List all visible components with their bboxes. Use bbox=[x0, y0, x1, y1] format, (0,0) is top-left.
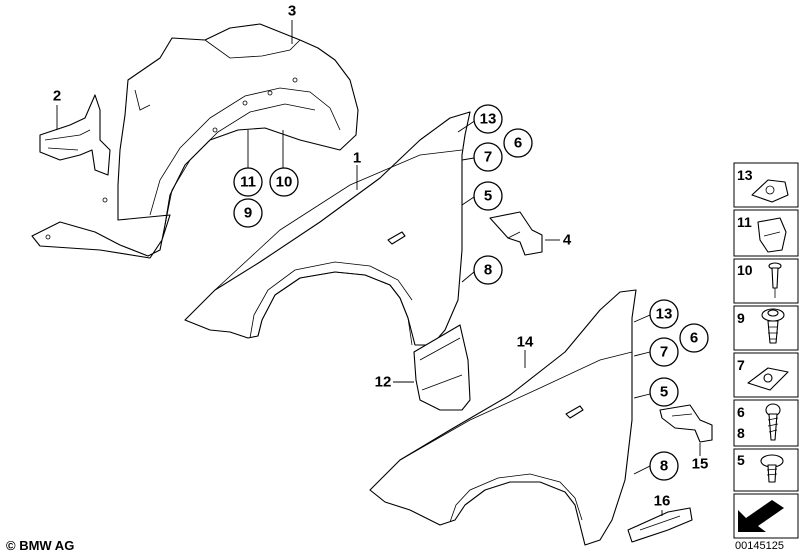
rivet-icon bbox=[768, 262, 782, 298]
callout-1: 1 bbox=[353, 150, 361, 167]
bracket-part-16 bbox=[627, 507, 693, 543]
bracket-part-2 bbox=[39, 94, 111, 176]
sidebar-item-13: 13 bbox=[733, 162, 799, 208]
callout-14: 14 bbox=[517, 334, 534, 351]
sidebar-item-5: 5 bbox=[733, 448, 799, 492]
callout-12: 12 bbox=[375, 374, 392, 391]
svg-text:9: 9 bbox=[737, 310, 745, 326]
svg-text:6: 6 bbox=[737, 404, 745, 420]
callout-10: 10 bbox=[269, 167, 299, 197]
leader-lines bbox=[56, 20, 701, 516]
callout-9: 9 bbox=[233, 198, 263, 228]
expanding-rivet-icon bbox=[761, 308, 785, 344]
mud-flap bbox=[413, 324, 471, 411]
speed-nut-icon bbox=[747, 367, 789, 391]
svg-text:11: 11 bbox=[240, 174, 256, 191]
sidebar-item-6-8: 6 8 bbox=[733, 399, 799, 447]
fender-upper bbox=[184, 111, 471, 346]
callout-13-lower: 13 bbox=[649, 299, 679, 329]
callout-13-upper: 13 bbox=[473, 104, 503, 134]
svg-text:13: 13 bbox=[480, 111, 497, 128]
callouts: 3 2 1 4 12 14 15 16 11 10 9 13 6 7 bbox=[53, 3, 709, 510]
callout-6-lower: 6 bbox=[679, 323, 709, 353]
wheel-arch-liner bbox=[31, 23, 359, 259]
collar-screw-icon bbox=[760, 454, 784, 483]
svg-text:13: 13 bbox=[737, 167, 753, 183]
arrow-icon bbox=[738, 500, 784, 532]
callout-5-lower: 5 bbox=[649, 377, 679, 407]
callout-8-upper: 8 bbox=[473, 255, 503, 285]
copyright-label: © BMW AG bbox=[6, 538, 75, 553]
callout-5-upper: 5 bbox=[473, 181, 503, 211]
callout-8-lower: 8 bbox=[649, 451, 679, 481]
svg-text:8: 8 bbox=[484, 262, 492, 279]
sidebar-item-11: 11 bbox=[733, 209, 799, 257]
drawing-number: 00145125 bbox=[735, 540, 784, 552]
callout-16: 16 bbox=[654, 493, 671, 510]
svg-text:7: 7 bbox=[484, 149, 492, 166]
sidebar-item-10: 10 bbox=[733, 258, 799, 304]
callout-3: 3 bbox=[288, 3, 296, 20]
svg-text:8: 8 bbox=[660, 458, 668, 475]
sidebar-item-9: 9 bbox=[733, 305, 799, 351]
svg-text:6: 6 bbox=[690, 330, 698, 347]
fastener-sidebar: 13 11 10 9 bbox=[733, 162, 799, 539]
callout-6-upper: 6 bbox=[503, 128, 533, 158]
svg-text:6: 6 bbox=[514, 135, 522, 152]
svg-text:9: 9 bbox=[244, 205, 252, 222]
svg-text:10: 10 bbox=[276, 174, 293, 191]
sidebar-item-7: 7 bbox=[733, 352, 799, 398]
nut-clip-icon bbox=[751, 179, 789, 203]
fender-lower bbox=[369, 289, 637, 546]
svg-text:5: 5 bbox=[660, 384, 668, 401]
svg-text:11: 11 bbox=[737, 214, 752, 230]
callout-7-lower: 7 bbox=[649, 337, 679, 367]
svg-text:5: 5 bbox=[484, 188, 492, 205]
bracket-part-4 bbox=[489, 211, 543, 256]
callout-11: 11 bbox=[233, 167, 263, 197]
callout-2: 2 bbox=[53, 88, 61, 105]
direction-arrow-box bbox=[733, 493, 799, 539]
svg-text:10: 10 bbox=[737, 262, 753, 278]
callout-7-upper: 7 bbox=[473, 142, 503, 172]
callout-4: 4 bbox=[563, 232, 572, 249]
svg-text:13: 13 bbox=[656, 306, 673, 323]
svg-text:7: 7 bbox=[737, 357, 745, 373]
svg-text:5: 5 bbox=[737, 452, 745, 468]
svg-text:8: 8 bbox=[737, 425, 745, 441]
svg-text:7: 7 bbox=[660, 344, 668, 361]
expanding-clip-icon bbox=[757, 217, 787, 253]
callout-15: 15 bbox=[692, 456, 709, 473]
bracket-part-15 bbox=[659, 404, 713, 443]
screw-icon bbox=[765, 403, 781, 441]
